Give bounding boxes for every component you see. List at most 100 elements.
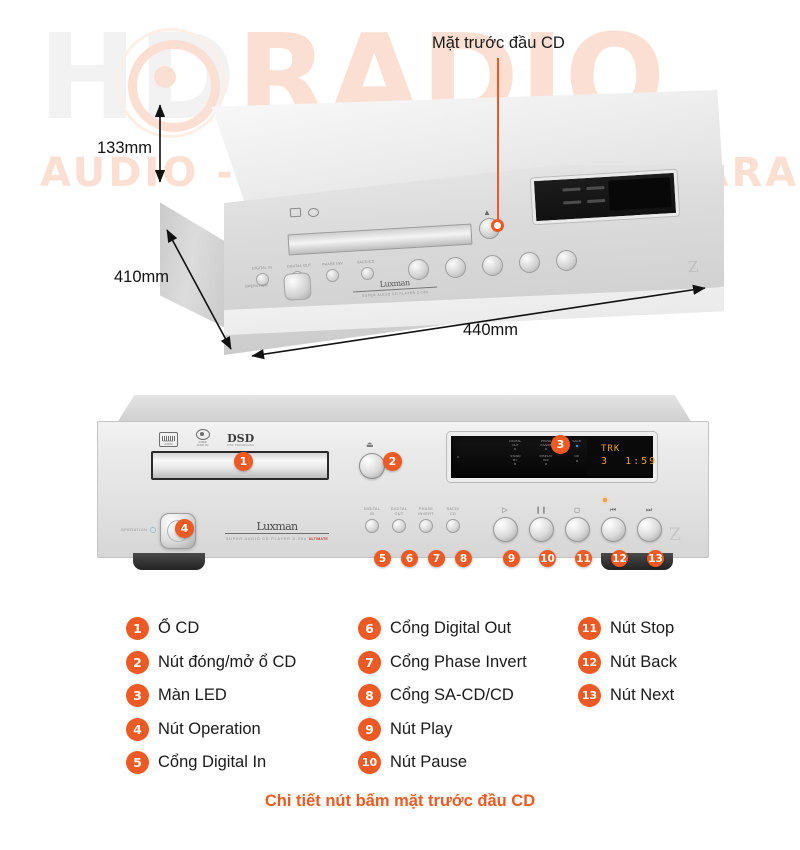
back-button-perspective[interactable] <box>519 252 540 273</box>
dimension-arrows <box>154 104 706 360</box>
marker-7[interactable]: 7 <box>428 550 445 567</box>
marker-10[interactable]: 10 <box>539 550 556 567</box>
back-button[interactable]: ⏮ <box>598 507 628 542</box>
dimension-height-label: 133mm <box>97 139 153 157</box>
indicator-display-off: DISPLAY OFF <box>537 455 556 466</box>
sacd-cd-button[interactable]: SACD/ CD <box>436 507 470 534</box>
callout-front-panel-label: Mặt trước đầu CD <box>432 34 565 52</box>
marker-8[interactable]: 8 <box>455 550 472 567</box>
legend-item-2[interactable]: 2 Nút đóng/mở ổ CD <box>126 646 296 680</box>
legend-column-3: 11 Nút Stop 12 Nút Back 13 Nút Next <box>578 612 677 713</box>
marker-12[interactable]: 12 <box>611 550 628 567</box>
phase-invert-button-perspective[interactable] <box>326 269 339 282</box>
legend-number-8: 8 <box>358 684 381 708</box>
legend-item-9[interactable]: 9 Nút Play <box>358 713 527 747</box>
marker-3[interactable]: 3 <box>551 435 570 454</box>
marker-4[interactable]: 4 <box>175 519 194 538</box>
chassis-foot-left <box>133 553 205 570</box>
legend-number-7: 7 <box>358 650 381 674</box>
play-led-icon <box>603 498 607 502</box>
legend-number-10: 10 <box>358 751 381 775</box>
indicator-sacd: SACD <box>567 439 586 450</box>
play-button[interactable]: ▷ <box>490 507 520 542</box>
indicator-digital-out: DIGITAL OUT <box>506 439 525 451</box>
legend-label-11: Nút Stop <box>610 619 675 638</box>
display-track-label: TRK <box>601 444 621 454</box>
marker-6[interactable]: 6 <box>401 550 418 567</box>
digital-out-button[interactable]: DIGITAL OUT <box>382 507 416 534</box>
legend-label-1: Ổ CD <box>158 619 200 638</box>
model-line: SUPER AUDIO CD PLAYER D-06u ULTIMATE <box>226 536 328 541</box>
legend-number-9: 9 <box>358 717 381 741</box>
legend-label-8: Cổng SA-CD/CD <box>390 686 514 705</box>
display-indicators: DIGITAL OUT PHASE INVERT SACD STAND <box>506 439 586 478</box>
dsd-logo-icon: DSD DISC PROCESSING <box>227 432 255 447</box>
compact-disc-logo-icon: DIGITAL AUDIO <box>159 432 178 447</box>
z-logo: Z <box>669 525 681 545</box>
legend-label-7: Cổng Phase Invert <box>390 652 527 671</box>
legend-label-4: Nút Operation <box>158 719 261 738</box>
legend-number-12: 12 <box>578 650 601 674</box>
marker-2[interactable]: 2 <box>383 452 402 471</box>
legend-number-1: 1 <box>126 617 149 641</box>
sacd-cd-button-perspective[interactable] <box>361 267 374 280</box>
digital-in-button[interactable]: DIGITAL IN <box>355 507 389 534</box>
legend-label-5: Cổng Digital In <box>158 753 267 772</box>
pause-button-perspective[interactable] <box>445 257 466 278</box>
legend-number-4: 4 <box>126 717 149 741</box>
callout-endpoint-dot <box>491 219 504 232</box>
display-readout: TRK 3 1:59 <box>587 438 655 476</box>
legend-item-6[interactable]: 6 Cổng Digital Out <box>358 612 527 646</box>
indicator-phase-invert: PHASE INVERT <box>537 439 556 451</box>
marker-5[interactable]: 5 <box>374 550 391 567</box>
front-view-top-panel <box>117 395 692 423</box>
legend: 1 Ổ CD 2 Nút đóng/mở ổ CD 3 Màn LED 4 Nú… <box>0 612 800 792</box>
indicator-standby: STAND BY <box>506 455 525 466</box>
legend-column-2: 6 Cổng Digital Out 7 Cổng Phase Invert 8… <box>358 612 527 780</box>
legend-item-13[interactable]: 13 Nút Next <box>578 679 677 713</box>
legend-item-5[interactable]: 5 Cổng Digital In <box>126 746 296 780</box>
disc-format-badges: DIGITAL AUDIO SUPER AUDIO CD DSD DISC PR… <box>159 429 254 447</box>
operation-label: OPERATION <box>121 528 148 532</box>
legend-label-3: Màn LED <box>158 686 227 705</box>
next-button[interactable]: ⏭ <box>634 507 664 542</box>
legend-item-1[interactable]: 1 Ổ CD <box>126 612 296 646</box>
super-audio-cd-logo-icon: SUPER AUDIO CD <box>195 429 210 447</box>
stop-button[interactable]: ◻ <box>562 507 592 542</box>
next-button-perspective[interactable] <box>556 250 577 271</box>
brand-logo: Luxman SUPER AUDIO CD PLAYER D-06u ULTIM… <box>225 520 329 541</box>
eject-button[interactable] <box>359 453 385 479</box>
callout-leader-line <box>497 58 499 225</box>
indicator-cd: CD <box>567 455 586 465</box>
pause-button[interactable]: ❙❙ <box>526 507 556 542</box>
phase-invert-button[interactable]: PHASE INVERT <box>409 507 443 534</box>
legend-label-10: Nút Pause <box>390 753 468 772</box>
dimension-depth-label: 410mm <box>114 268 170 286</box>
marker-11[interactable]: 11 <box>575 550 592 567</box>
legend-number-11: 11 <box>578 617 601 641</box>
legend-item-7[interactable]: 7 Cổng Phase Invert <box>358 646 527 680</box>
legend-number-6: 6 <box>358 617 381 641</box>
legend-column-1: 1 Ổ CD 2 Nút đóng/mở ổ CD 3 Màn LED 4 Nú… <box>126 612 296 780</box>
legend-label-6: Cổng Digital Out <box>390 619 512 638</box>
stop-button-perspective[interactable] <box>482 255 503 276</box>
marker-1[interactable]: 1 <box>234 452 253 471</box>
legend-label-13: Nút Next <box>610 686 675 705</box>
legend-label-2: Nút đóng/mở ổ CD <box>158 652 297 671</box>
legend-item-12[interactable]: 12 Nút Back <box>578 646 677 680</box>
marker-9[interactable]: 9 <box>503 550 520 567</box>
legend-item-8[interactable]: 8 Cổng SA-CD/CD <box>358 679 527 713</box>
legend-number-3: 3 <box>126 684 149 708</box>
eject-triangle-icon: ⏏ <box>366 440 374 449</box>
figure-caption: Chi tiết nút bấm mặt trước đầu CD <box>264 792 536 810</box>
legend-item-10[interactable]: 10 Nút Pause <box>358 746 527 780</box>
legend-item-4[interactable]: 4 Nút Operation <box>126 713 296 747</box>
legend-item-3[interactable]: 3 Màn LED <box>126 679 296 713</box>
marker-13[interactable]: 13 <box>647 550 664 567</box>
display-track-value: 3 1:59 <box>601 456 658 467</box>
legend-label-12: Nút Back <box>610 652 677 671</box>
legend-item-11[interactable]: 11 Nút Stop <box>578 612 677 646</box>
legend-number-13: 13 <box>578 684 601 708</box>
legend-number-5: 5 <box>126 751 149 775</box>
